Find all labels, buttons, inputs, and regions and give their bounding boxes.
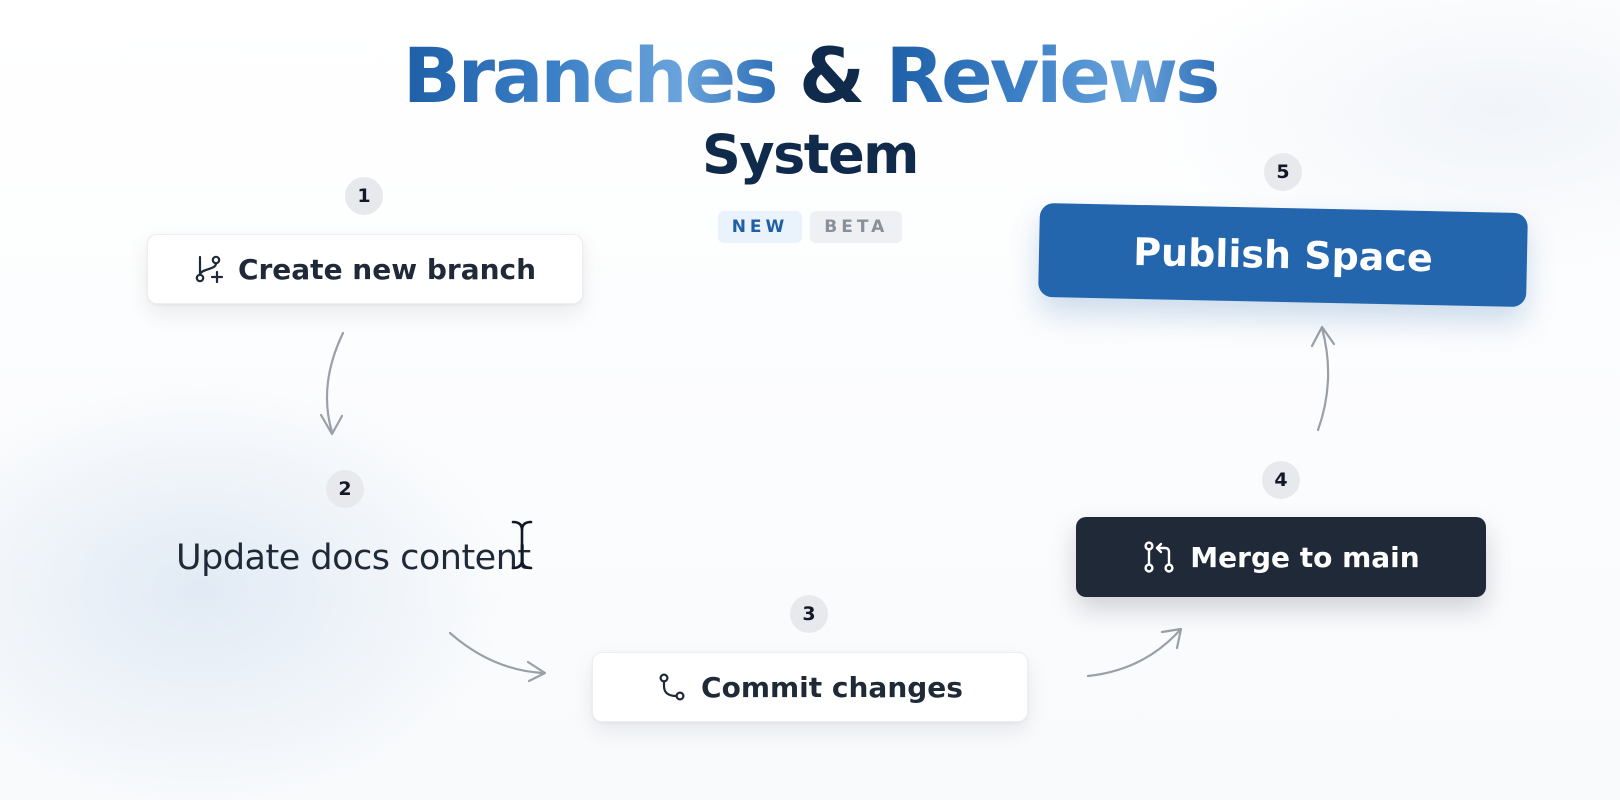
new-badge: NEW xyxy=(717,211,803,243)
title-ampersand: & xyxy=(798,31,865,120)
arrow-step1-to-step2 xyxy=(319,331,345,436)
step-number-3: 3 xyxy=(790,595,828,633)
step-number-1: 1 xyxy=(345,177,383,215)
title-branches: Branches xyxy=(402,31,779,120)
arrow-step4-to-step5 xyxy=(1310,325,1336,432)
beta-badge: BETA xyxy=(810,211,903,243)
title-reviews: Reviews xyxy=(885,31,1221,120)
merge-to-main-button[interactable]: Merge to main xyxy=(1076,517,1486,597)
page-subtitle: System xyxy=(702,123,919,186)
publish-space-button[interactable]: Publish Space xyxy=(1038,202,1528,308)
update-docs-label: Update docs content xyxy=(176,538,531,578)
merge-icon xyxy=(1142,540,1176,574)
branch-plus-icon xyxy=(194,254,224,284)
page-title: Branches & Reviews xyxy=(0,30,1620,122)
publish-space-label: Publish Space xyxy=(1132,229,1434,281)
create-branch-step[interactable]: Create new branch xyxy=(147,234,583,304)
step-number-5: 5 xyxy=(1264,153,1302,191)
create-branch-label: Create new branch xyxy=(237,252,537,286)
step-number-2: 2 xyxy=(326,470,364,508)
text-cursor-icon xyxy=(508,518,536,572)
badge-group: NEW BETA xyxy=(0,211,1620,243)
commit-changes-label: Commit changes xyxy=(701,670,963,704)
arrow-step3-to-step4 xyxy=(1086,627,1183,678)
step-number-4: 4 xyxy=(1262,461,1300,499)
arrow-step2-to-step3 xyxy=(448,631,547,683)
update-docs-step[interactable]: Update docs content xyxy=(176,538,531,578)
commit-changes-step[interactable]: Commit changes xyxy=(592,652,1028,722)
commit-icon xyxy=(657,672,687,702)
merge-to-main-label: Merge to main xyxy=(1190,540,1420,574)
